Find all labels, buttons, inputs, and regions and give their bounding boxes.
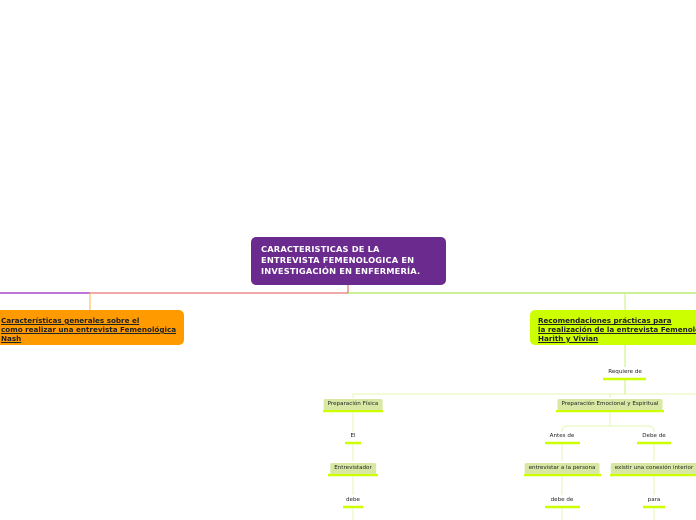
right-topic-line-1: Recomendaciones prácticas para: [538, 316, 672, 325]
subtopic-entrevistar-persona[interactable]: entrevistar a la persona: [524, 463, 600, 474]
left-topic-line-3: Nash: [1, 334, 22, 343]
left-topic-line-1: Características generales sobre el: [1, 316, 140, 325]
subtopic-requiere-de[interactable]: Requiere de: [608, 369, 642, 375]
subtopic-preparacion-fisica[interactable]: Preparación Física: [323, 399, 383, 410]
subtopic-conexion-interior[interactable]: existir una conexión interior: [610, 463, 696, 474]
subtopic-entrevistador[interactable]: Entrevistador: [330, 463, 376, 474]
left-topic-line-2: como realizar una entrevista Femenológic…: [1, 325, 177, 334]
subtopic-el[interactable]: El: [350, 433, 356, 439]
central-topic-line-3: INVESTIGACIÓN EN ENFERMERÍA.: [261, 266, 421, 276]
subtopic-debe-de-top[interactable]: Debe de: [642, 433, 666, 439]
right-topic-line-3: Harith y Vivian: [538, 334, 599, 343]
central-topic-line-1: CARACTERISTICAS DE LA: [261, 244, 380, 254]
subtopic-para[interactable]: para: [647, 497, 661, 503]
central-topic[interactable]: CARACTERISTICAS DE LA ENTREVISTA FEMENOL…: [251, 237, 446, 285]
connector-emocional-split: [561, 425, 655, 433]
right-topic-line-2: la realización de la entrevista Femenoló…: [538, 325, 696, 334]
subtopic-preparacion-emocional[interactable]: Preparación Emocional y Espiritual: [557, 399, 663, 410]
subtopic-debe[interactable]: debe: [346, 497, 360, 503]
topic-recomendaciones-practicas[interactable]: Recomendaciones prácticas para la realiz…: [530, 310, 696, 345]
subtopic-debe-de[interactable]: debe de: [550, 497, 574, 503]
subtopic-antes-de[interactable]: Antes de: [549, 433, 575, 439]
central-topic-line-2: ENTREVISTA FEMENOLOGICA EN: [261, 255, 415, 265]
topic-caracteristicas-generales[interactable]: Características generales sobre el como …: [0, 310, 184, 345]
